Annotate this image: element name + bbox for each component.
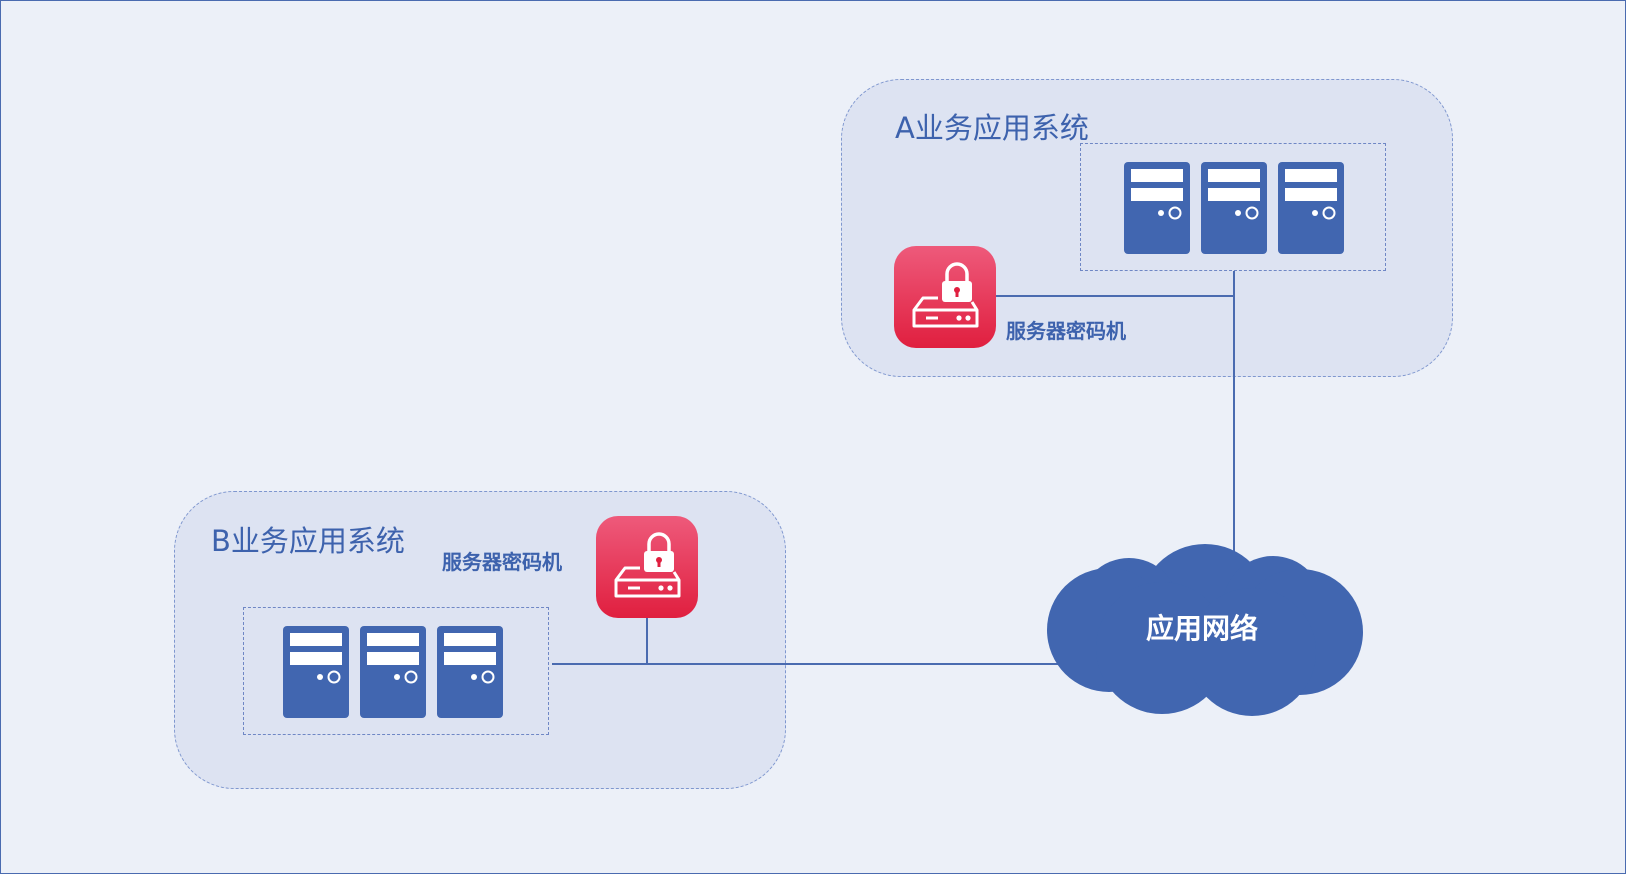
server-icon (1278, 162, 1344, 254)
server-icon (1124, 162, 1190, 254)
system-a-server-group (1080, 143, 1386, 271)
padlock-device-icon (596, 516, 698, 618)
network-label: 应用网络 (1146, 612, 1259, 645)
server-icon (283, 626, 349, 718)
system-b-hsm-label: 服务器密码机 (442, 550, 562, 574)
server-icon (360, 626, 426, 718)
server-icon (1201, 162, 1267, 254)
system-a-title: A业务应用系统 (895, 111, 1089, 145)
system-a-hsm-label: 服务器密码机 (1006, 319, 1126, 343)
connector-b-hsm (646, 616, 648, 664)
connector-b-horizontal (552, 663, 1072, 665)
padlock-device-icon (894, 246, 996, 348)
connector-a-hsm (996, 295, 1234, 297)
cloud-icon (1047, 544, 1363, 716)
server-icon (437, 626, 503, 718)
system-b-title: B业务应用系统 (211, 524, 405, 558)
system-b-server-group (243, 607, 549, 735)
connector-a-vertical (1233, 271, 1235, 563)
